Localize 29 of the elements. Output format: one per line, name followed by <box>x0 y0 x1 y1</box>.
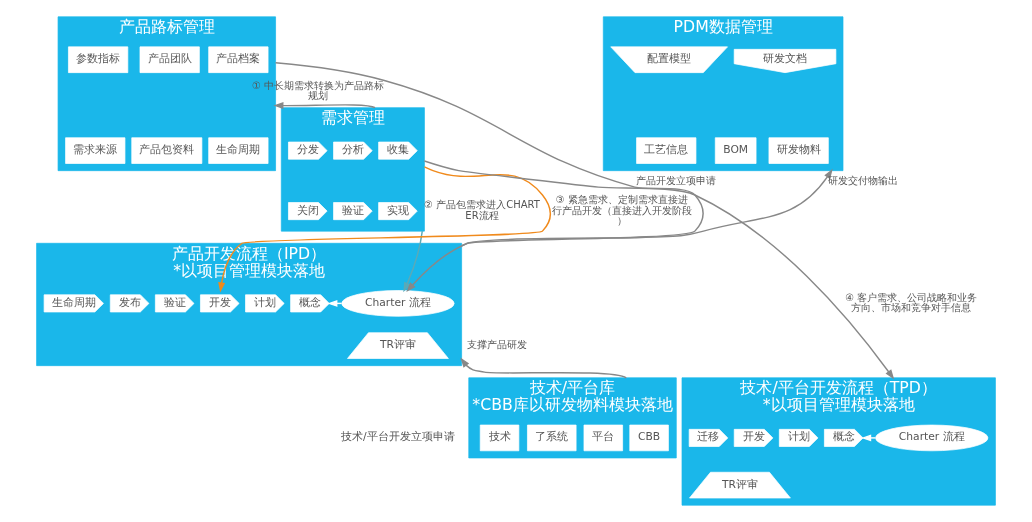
node-box: 产品包资料 <box>131 137 203 164</box>
node-box: 参数指标 <box>68 46 129 73</box>
arrow <box>273 102 376 110</box>
node-box: 平台 <box>583 424 623 452</box>
node-box: 工艺信息 <box>636 137 697 164</box>
arrow <box>423 160 895 380</box>
node-box: 生命周期 <box>208 137 269 164</box>
edge-label: 支撑产品研发 <box>467 339 528 351</box>
edge-label: ③ 紧急需求、定制需求直接进行产品开发（直接进入开发阶段） <box>551 194 692 227</box>
label: 技术/平台开发立项申请 <box>341 430 455 444</box>
node-box: BOM <box>714 137 757 164</box>
node-box: 了系统 <box>527 424 577 452</box>
edge-label: 产品开发立项申请 <box>635 175 716 187</box>
edge-label: 研发交付物输出 <box>828 175 899 187</box>
arrow <box>460 168 833 247</box>
node-box: 需求来源 <box>65 137 126 164</box>
arrow <box>403 230 423 293</box>
arrow <box>274 62 704 293</box>
node-box: CBB <box>629 424 669 452</box>
node-box: 技术 <box>479 424 520 452</box>
node-box: 产品档案 <box>208 46 269 73</box>
node-ellipse: Charter 流程 <box>341 290 455 317</box>
arrow <box>861 434 877 442</box>
node-box: 产品团队 <box>139 46 200 73</box>
node-box: 研发物料 <box>768 137 829 164</box>
edge-label: ④ 客户需求、公司战略和业务方向、市场和竞争对手信息 <box>845 291 978 314</box>
node-ellipse: Charter 流程 <box>875 424 989 452</box>
arrow <box>218 166 552 293</box>
arrow <box>460 357 627 379</box>
